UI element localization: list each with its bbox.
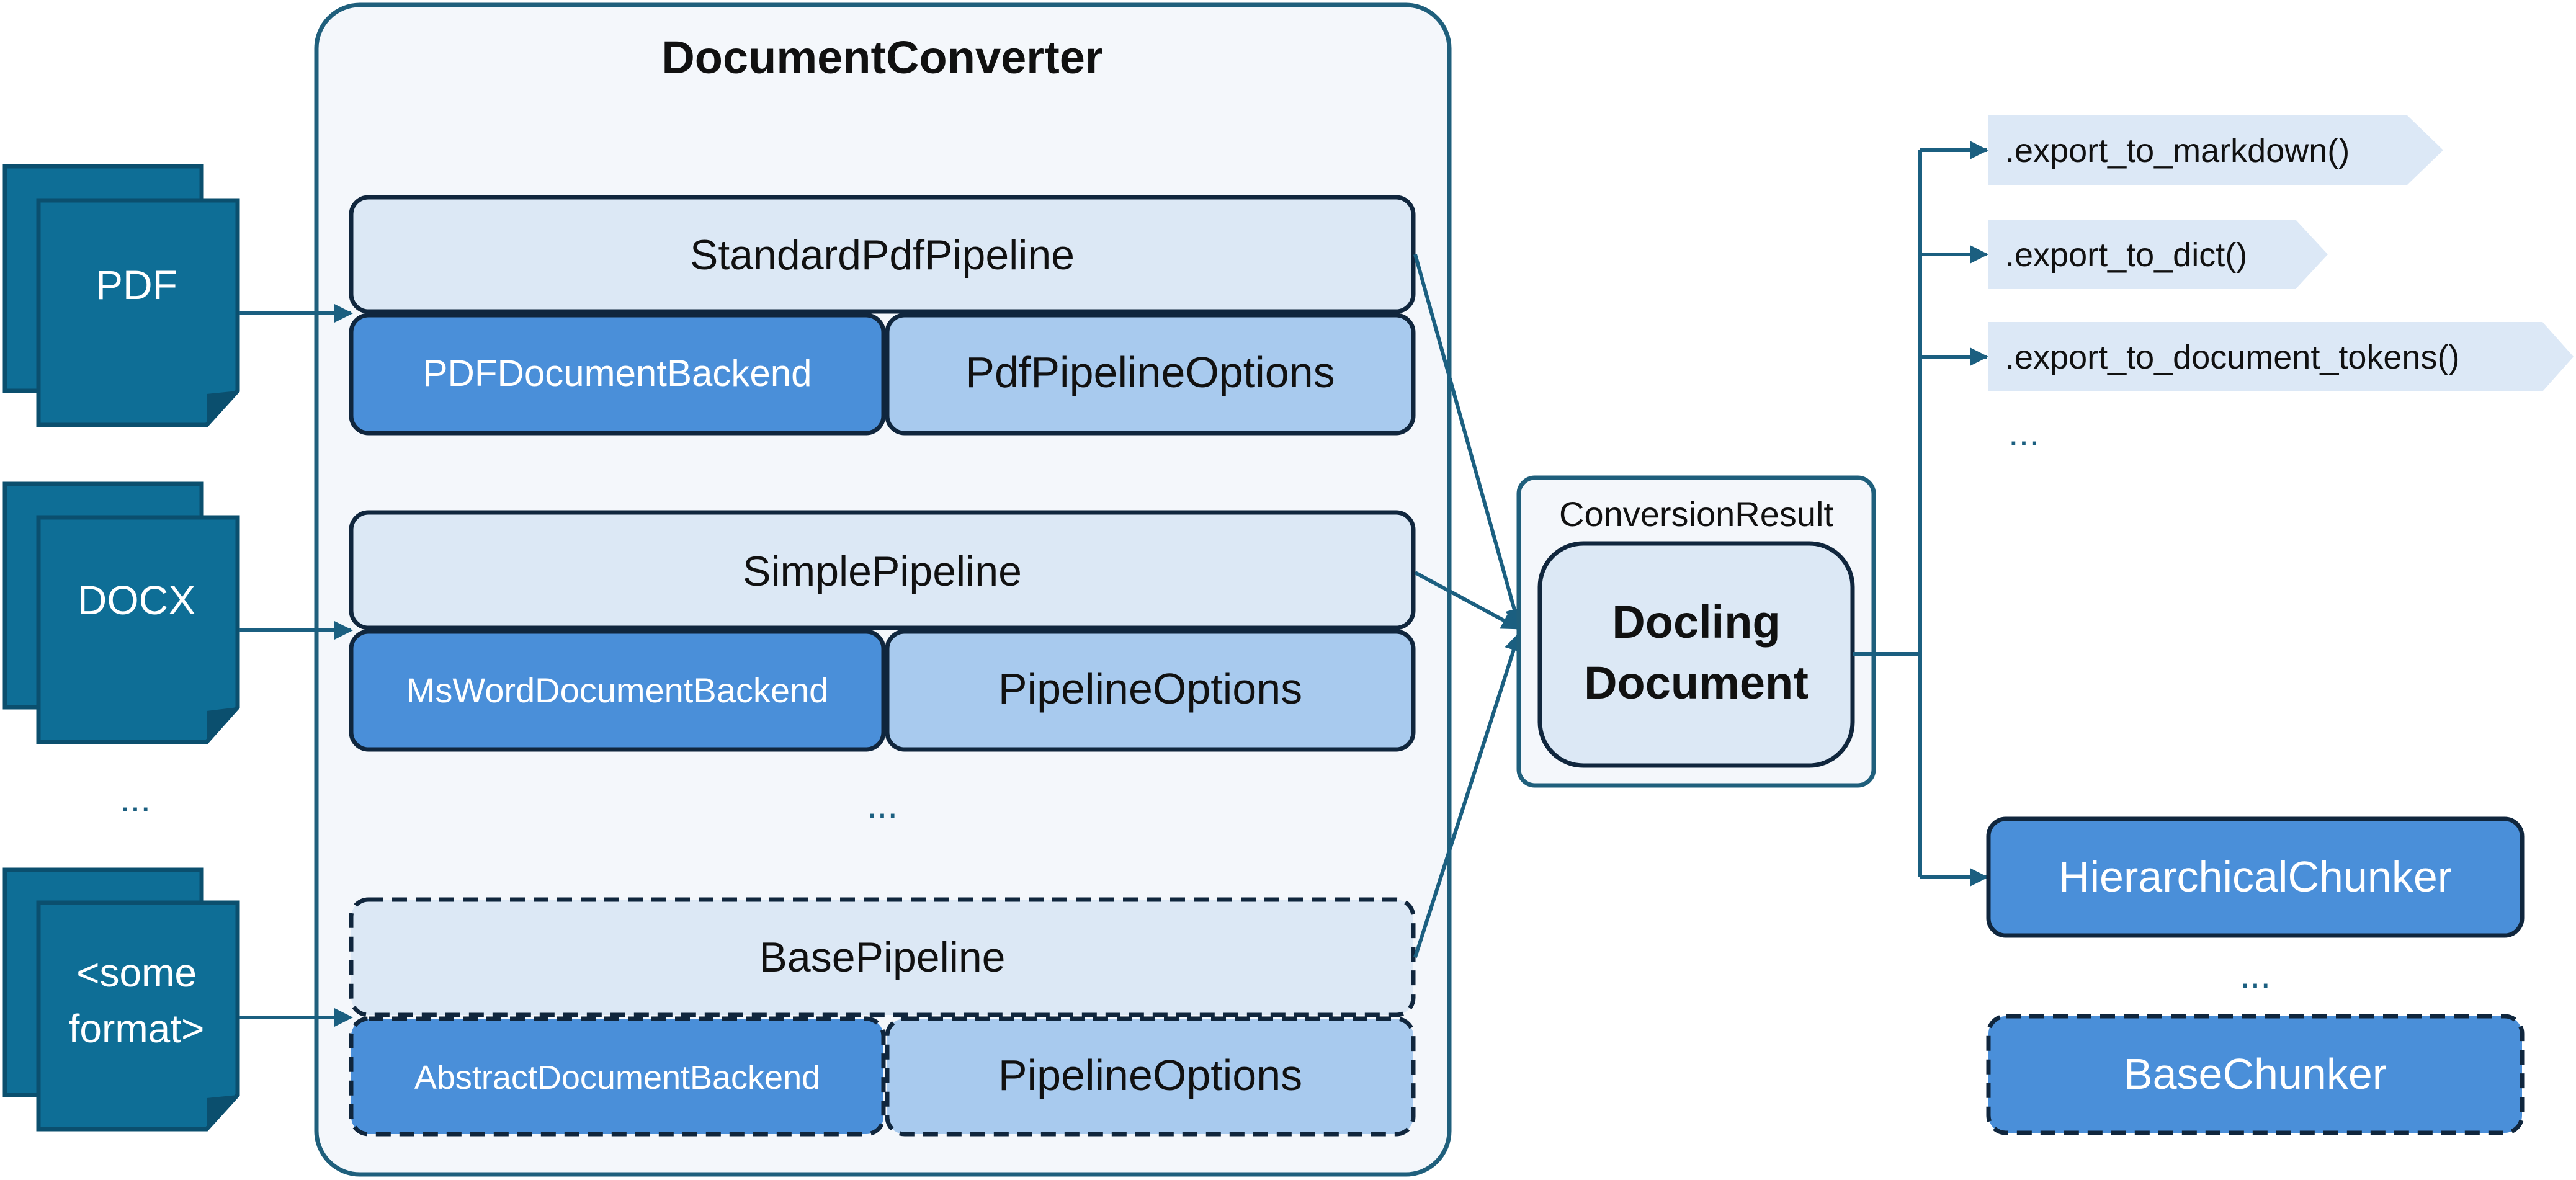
base-chunker-label: BaseChunker xyxy=(2124,1050,2387,1098)
pipeline-options-box xyxy=(885,629,1416,752)
hierarchical-chunker-box xyxy=(1986,816,2525,938)
pdf-pipeline-to-result-arrow xyxy=(1413,254,1524,627)
some-format-input-document: <some format> xyxy=(2,867,240,1132)
pipeline-options-label: PipelineOptions xyxy=(998,664,1302,713)
simple-pipeline-to-result-arrow xyxy=(1414,571,1521,630)
pdf-input-document: PDF xyxy=(2,164,240,427)
hierarchical-chunker-label: HierarchicalChunker xyxy=(2059,852,2452,901)
base-pipeline-to-result-arrow xyxy=(1413,632,1523,958)
msword-document-backend-box xyxy=(349,629,886,752)
base-pipeline-label: BasePipeline xyxy=(759,934,1006,981)
docling-document-label-line1: Docling xyxy=(1612,596,1780,648)
docx-label: DOCX xyxy=(78,577,196,623)
document-converter-title: DocumentConverter xyxy=(661,32,1102,83)
simple-pipeline-label: SimplePipeline xyxy=(743,548,1022,595)
abstract-document-backend-label: AbstractDocumentBackend xyxy=(414,1059,820,1096)
docling-document-label-line2: Document xyxy=(1584,657,1809,708)
msword-document-backend-label: MsWordDocumentBackend xyxy=(406,671,829,710)
docx-input-document: DOCX xyxy=(2,481,240,744)
some-format-label-line2: format> xyxy=(69,1006,205,1051)
abstract-document-backend-box xyxy=(349,1016,886,1137)
base-pipeline-group: BasePipeline AbstractDocumentBackend Pip… xyxy=(349,897,1416,1137)
export-dict-tag: .export_to_dict() xyxy=(1988,220,2328,289)
pdf-document-backend-label: PDFDocumentBackend xyxy=(423,352,812,394)
base-pipeline-options-label: PipelineOptions xyxy=(998,1051,1302,1099)
base-pipeline-options-box xyxy=(885,1016,1416,1137)
conversion-result-label: ConversionResult xyxy=(1559,494,1833,534)
export-document-tokens-label: .export_to_document_tokens() xyxy=(2005,339,2459,376)
docling-document-box xyxy=(1537,541,1855,768)
export-markdown-label: .export_to_markdown() xyxy=(2005,132,2350,169)
exports-ellipsis: ... xyxy=(2008,412,2039,454)
simple-pipeline-group: SimplePipeline MsWordDocumentBackend Pip… xyxy=(349,510,1416,752)
pipelines-ellipsis: ... xyxy=(867,784,898,826)
inputs-ellipsis: ... xyxy=(120,778,151,820)
chunkers-ellipsis: ... xyxy=(2240,954,2271,996)
some-format-label-line1: <some xyxy=(76,950,197,995)
export-dict-label: .export_to_dict() xyxy=(2005,236,2247,274)
simple-pipeline-box xyxy=(349,510,1416,630)
pdf-label: PDF xyxy=(96,262,177,308)
pdf-pipeline-options-label: PdfPipelineOptions xyxy=(965,348,1335,396)
export-markdown-tag: .export_to_markdown() xyxy=(1988,115,2443,185)
pdf-document-backend-box xyxy=(349,313,886,436)
standard-pdf-pipeline-label: StandardPdfPipeline xyxy=(690,231,1075,279)
export-document-tokens-tag: .export_to_document_tokens() xyxy=(1988,322,2574,391)
standard-pdf-pipeline-group: StandardPdfPipeline PDFDocumentBackend P… xyxy=(349,195,1416,436)
pdf-pipeline-options-box xyxy=(885,313,1416,436)
base-chunker-box xyxy=(1986,1014,2525,1135)
base-pipeline-box xyxy=(349,897,1416,1017)
standard-pdf-pipeline-box xyxy=(349,195,1416,314)
